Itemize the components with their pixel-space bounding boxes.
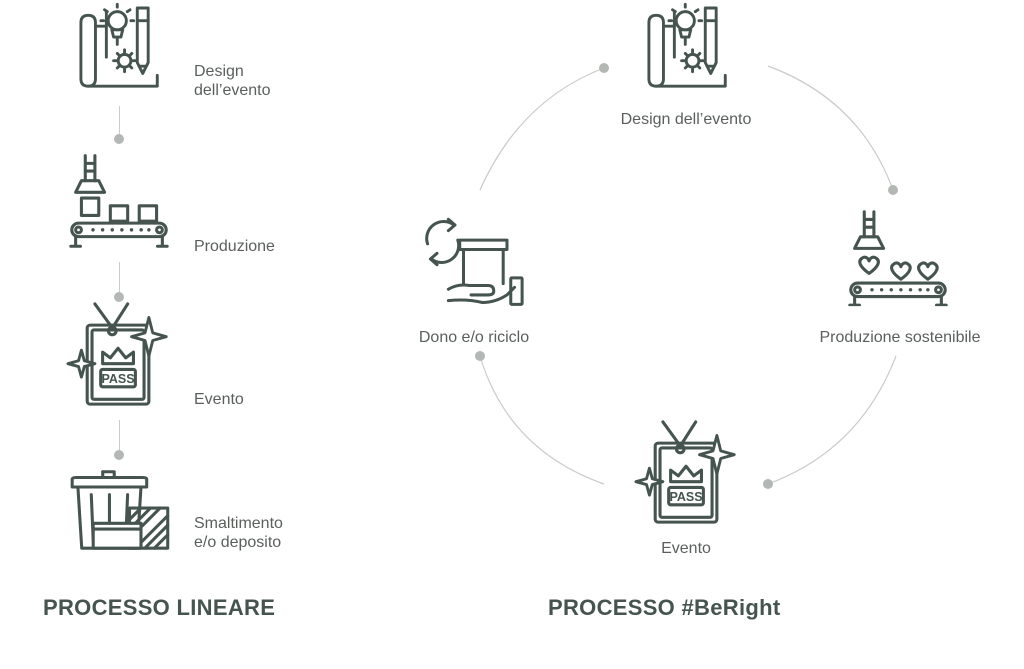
blueprint-lightbulb-icon (638, 2, 738, 94)
linear-connector-dot-1 (114, 134, 124, 144)
cycle-arc-bottom-left (479, 355, 605, 485)
cycle-arc-top-right (767, 65, 894, 191)
linear-connector-2 (119, 262, 120, 292)
linear-connector-1 (119, 106, 120, 134)
event-pass-icon (634, 420, 740, 526)
linear-connector-dot-3 (114, 450, 124, 460)
cycle-arc-left-top (479, 67, 605, 191)
cycle-arc-right-bottom (767, 355, 897, 485)
conveyor-hearts-icon (845, 208, 951, 308)
linear-connector-3 (119, 420, 120, 450)
linear-step-design-label: Design dell’evento (194, 63, 271, 99)
linear-step-event-label: Evento (194, 391, 244, 408)
circular-process-title: PROCESSO #BeRight (548, 595, 781, 620)
cycle-dot-left (475, 351, 485, 361)
cycle-step-production-label: Produzione sostenibile (819, 329, 981, 346)
linear-connector-dot-2 (114, 292, 124, 302)
cycle-step-event-label: Evento (661, 540, 711, 557)
cycle-dot-right (888, 185, 898, 195)
cycle-step-gift-recycle-label: Dono e/o riciclo (418, 329, 530, 346)
cycle-dot-top (599, 63, 609, 73)
linear-process-title: PROCESSO LINEARE (43, 595, 276, 620)
linear-step-disposal-label: Smaltimento e/o deposito (194, 515, 283, 551)
cycle-dot-bottom (763, 479, 773, 489)
hand-box-recycle-icon (420, 210, 524, 308)
cycle-step-design-label: Design dell’evento (620, 111, 752, 128)
linear-step-production-label: Produzione (194, 238, 275, 255)
